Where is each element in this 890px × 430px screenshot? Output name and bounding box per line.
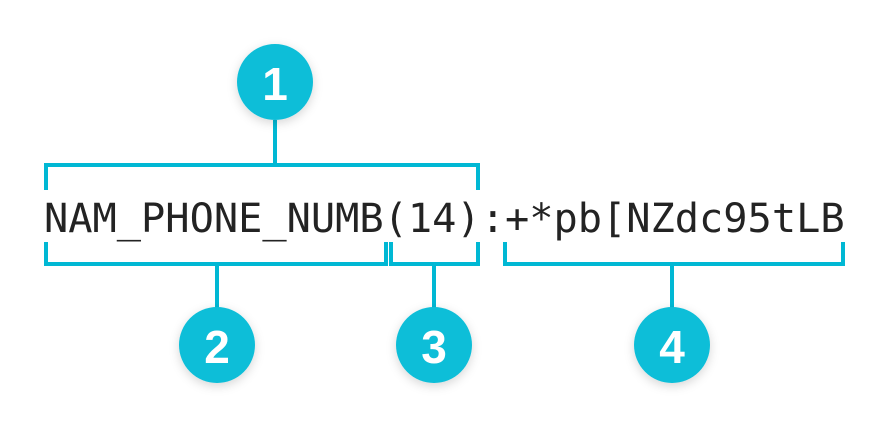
- badge-2[interactable]: 2: [179, 307, 255, 383]
- bracket-group-1: [44, 120, 480, 190]
- bracket-group-3: [389, 242, 480, 309]
- badge-2-circle: [179, 307, 255, 383]
- badge-3-circle: [396, 307, 472, 383]
- bracket-4: [503, 242, 845, 266]
- badge-1-label: 1: [262, 58, 288, 110]
- bracket-group-2: [44, 242, 388, 309]
- badge-3-label: 3: [421, 321, 447, 373]
- badge-1-circle: [237, 44, 313, 120]
- bracket-3: [389, 242, 480, 266]
- badge-4[interactable]: 4: [634, 307, 710, 383]
- badge-4-circle: [634, 307, 710, 383]
- bracket-1: [44, 163, 480, 190]
- badge-2-label: 2: [204, 321, 230, 373]
- badge-1[interactable]: 1: [237, 44, 313, 120]
- annotated-string: NAM_PHONE_NUMB(14):+*pb[NZdc95tLB: [44, 195, 845, 242]
- badge-4-label: 4: [659, 321, 685, 373]
- badge-3[interactable]: 3: [396, 307, 472, 383]
- bracket-group-4: [503, 242, 845, 309]
- bracket-2: [44, 242, 388, 266]
